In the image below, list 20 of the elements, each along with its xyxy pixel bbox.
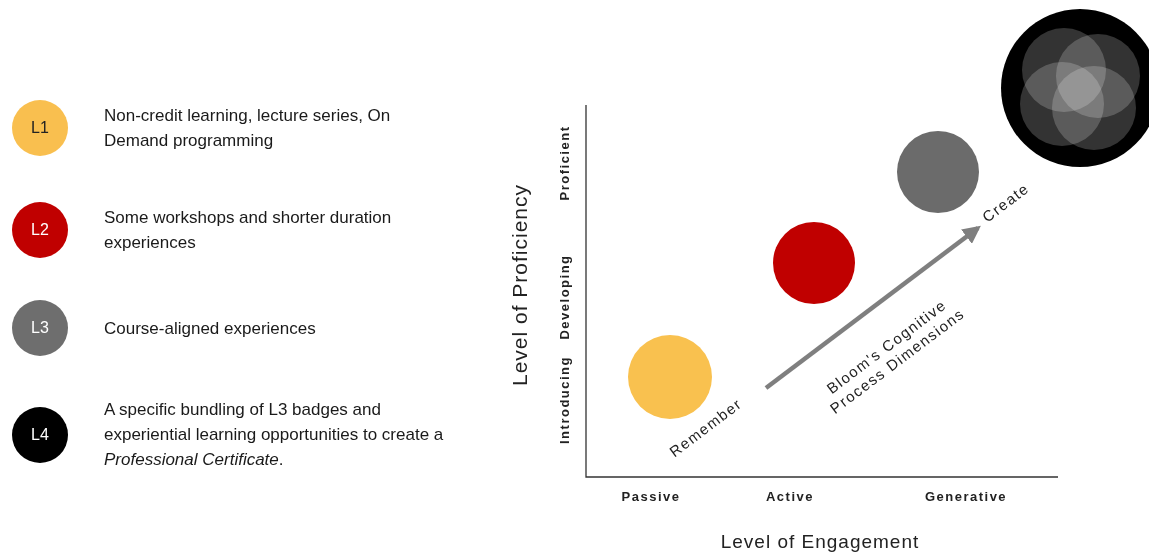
axis-label: Generative [924,488,1008,507]
level-description: A specific bundling of L3 badges and experiential learning opportunities to create a Professional Certificate. [104,399,445,471]
axis-label: Passive [621,488,681,507]
axis-label: Introducing [556,356,574,444]
level-badge: L3 [12,300,68,356]
axis-label: Level of Proficiency [507,183,533,387]
overlapping-circles-drawing [1001,9,1149,167]
level-description: Course-aligned experiences [104,317,317,340]
arrow [764,225,981,390]
axis-label: Developing [556,254,574,340]
level-badge: L1 [12,100,68,156]
level-description: Non-credit learning, lecture series, On Demand programming [104,105,392,152]
level-circle [773,222,855,304]
level-badge: L2 [12,202,68,258]
level-circle [897,131,979,213]
axis-label: Active [766,488,814,507]
level-description: Some workshops and shorter duration experiences [104,207,393,254]
level-badge: L4 [12,406,68,463]
axis-label: Level of Engagement [720,529,920,554]
axis-label: Proficient [556,125,574,201]
